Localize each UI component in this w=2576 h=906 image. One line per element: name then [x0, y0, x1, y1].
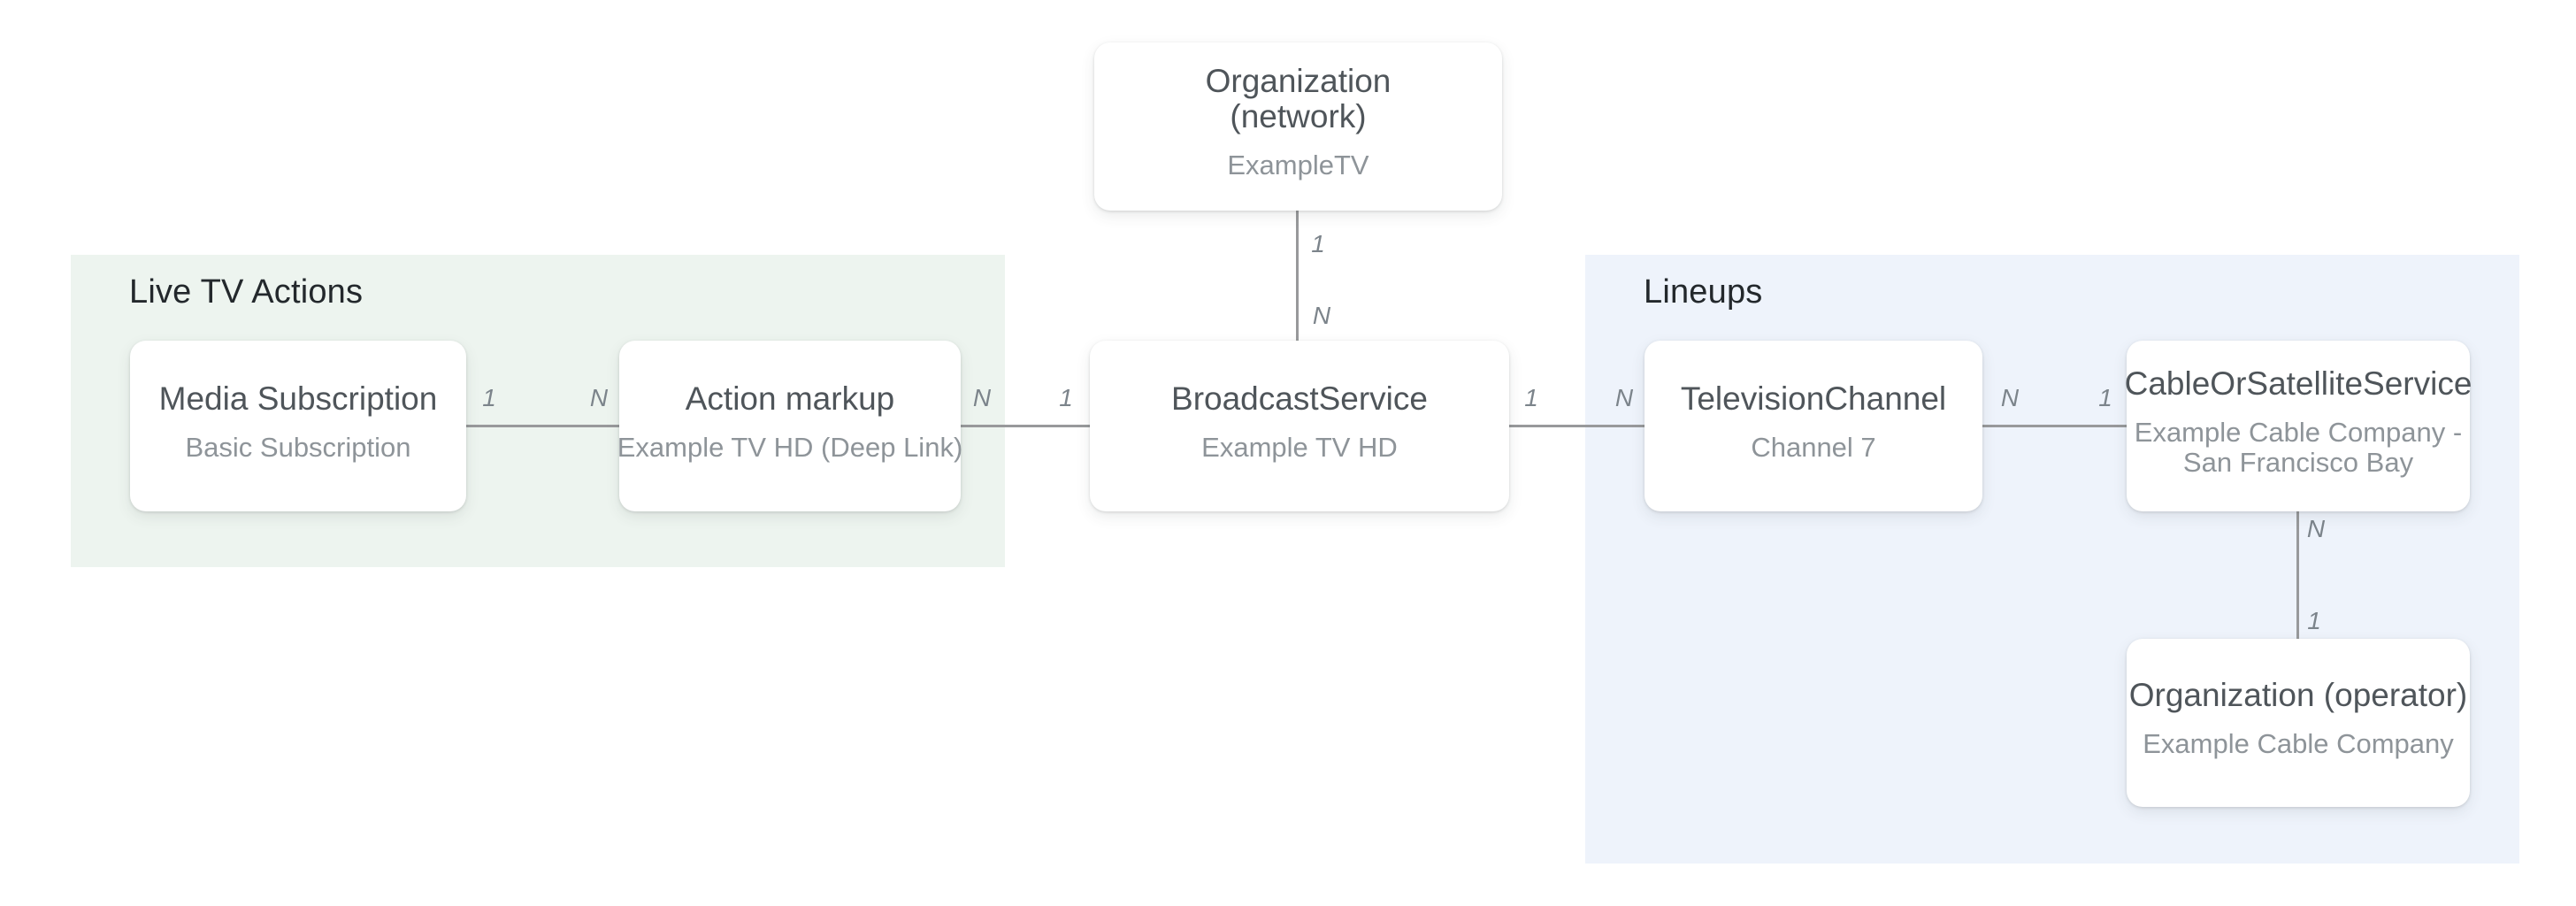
node-subtitle: Basic Subscription — [185, 431, 411, 463]
cardinality-label-operator-top: 1 — [2307, 607, 2321, 634]
node-broadcast-service: BroadcastService Example TV HD — [1090, 341, 1509, 511]
node-subtitle: Example TV HD — [1201, 431, 1398, 463]
node-action-markup: Action markup Example TV HD (Deep Link) — [617, 341, 963, 511]
edge-network-to-broadcast — [1296, 211, 1299, 341]
node-title: Action markup — [685, 380, 895, 417]
node-organization-network: Organization (network) ExampleTV — [1094, 42, 1502, 211]
node-title: BroadcastService — [1171, 380, 1428, 417]
cardinality-label-broadcast-top: N — [1312, 302, 1331, 329]
cardinality-label-network-side: 1 — [1311, 230, 1325, 257]
node-subtitle: ExampleTV — [1227, 150, 1369, 180]
edge-cable-to-operator — [2296, 511, 2299, 639]
cardinality-label-channel-right: N — [2000, 384, 2020, 411]
cardinality-label-broadcast-right: 1 — [1524, 384, 1538, 411]
edge-broadcast-to-channel — [1509, 425, 1644, 427]
edge-action-to-broadcast — [961, 425, 1090, 427]
node-title: TelevisionChannel — [1680, 380, 1947, 417]
cardinality-label-media-side: 1 — [482, 384, 496, 411]
node-title: Media Subscription — [158, 380, 438, 417]
node-title-line2: (network) — [1230, 98, 1367, 134]
node-title-line1: Organization — [1205, 63, 1392, 99]
node-subtitle-line2: San Francisco Bay — [2182, 446, 2414, 478]
node-subtitle: Channel 7 — [1751, 431, 1876, 463]
node-title: Organization (network) — [1206, 64, 1392, 134]
node-title: Organization (operator) — [2128, 677, 2468, 713]
cardinality-label-action-right: N — [972, 384, 992, 411]
cardinality-label-cable-bottom: N — [2306, 515, 2326, 542]
node-title: CableOrSatelliteService — [2124, 365, 2472, 402]
section-title-lineups: Lineups — [1644, 273, 1763, 311]
node-cable-or-satellite-service: CableOrSatelliteService Example Cable Co… — [2124, 341, 2472, 511]
cardinality-label-cable-left: 1 — [2098, 384, 2112, 411]
node-subtitle: Example Cable Company — [2143, 728, 2454, 759]
node-media-subscription: Media Subscription Basic Subscription — [130, 341, 466, 511]
node-subtitle-line1: Example Cable Company - — [2134, 416, 2463, 448]
cardinality-label-broadcast-left: 1 — [1059, 384, 1073, 411]
cardinality-label-action-left: N — [589, 384, 609, 411]
cardinality-label-channel-left: N — [1614, 384, 1634, 411]
section-title-live-tv-actions: Live TV Actions — [129, 273, 364, 311]
edge-media-to-action — [466, 425, 619, 427]
node-subtitle: Example Cable Company - San Francisco Ba… — [2134, 416, 2463, 478]
node-organization-operator: Organization (operator) Example Cable Co… — [2127, 639, 2470, 807]
edge-channel-to-cable — [1982, 425, 2127, 427]
node-subtitle: Example TV HD (Deep Link) — [617, 431, 963, 463]
node-television-channel: TelevisionChannel Channel 7 — [1644, 341, 1982, 511]
